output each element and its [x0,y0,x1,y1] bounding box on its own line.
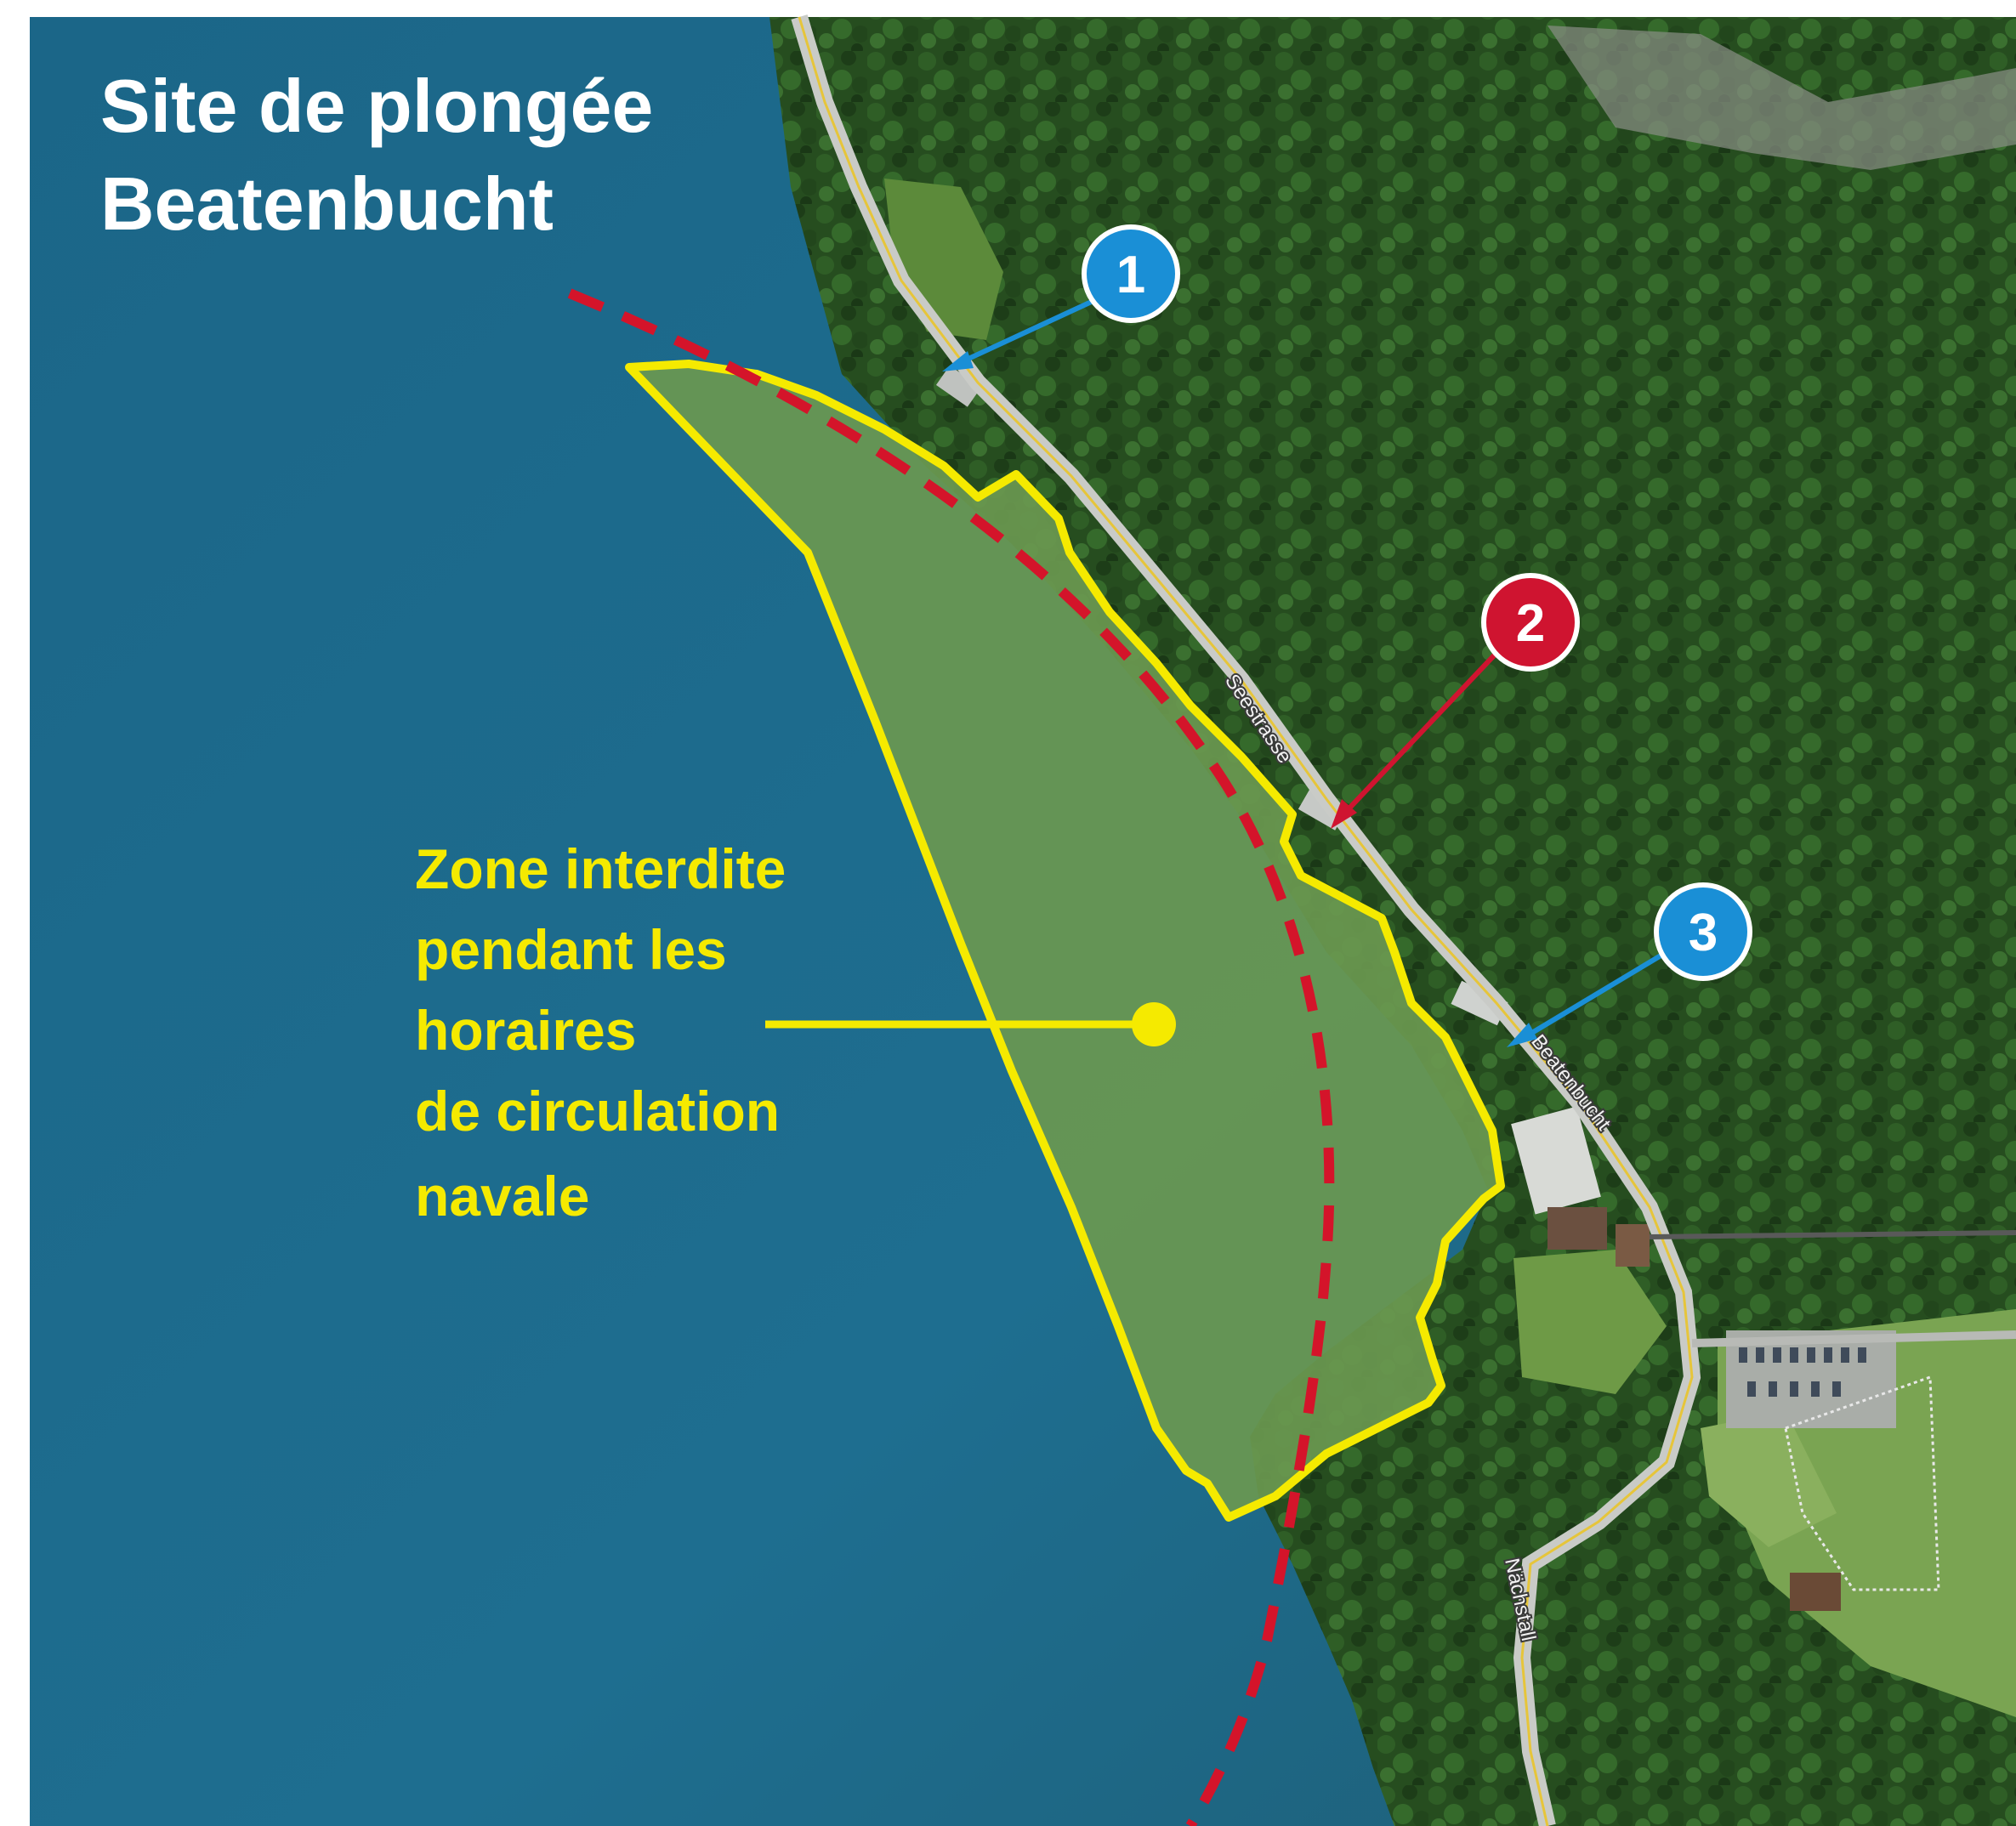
road-centerline [798,16,1694,1826]
parked-cars [1739,1347,1866,1397]
marker-3-arrow [1520,950,1668,1041]
field-fence [1784,1375,1940,1591]
prohibited-zone [625,360,1505,1522]
zone-label-line-5: navale [415,1165,589,1228]
marker-1[interactable] [1082,224,1180,323]
marker-3-arrowhead [1507,1023,1537,1047]
zone-pointer-dot [1132,1002,1176,1046]
zone-label-line-2: pendant les [415,918,727,981]
cliff-rock [1547,26,2016,170]
marker-2-number: 2 [1516,594,1545,653]
marker-1-number: 1 [1116,246,1145,304]
map-title-line-1: Site de plongée [100,64,653,148]
road-branch [1691,1330,2016,1347]
zone-label-line-1: Zone interdite [415,837,786,900]
meadow-lower [1513,1250,1667,1394]
ship-route-line [567,288,1335,1826]
zone-label-line-3: horaires [415,999,636,1062]
meadow-mid [1701,1411,1837,1547]
zone-label-line-4: de circulation [415,1080,780,1143]
map-title-line-2: Beatenbucht [100,162,554,246]
marker-2[interactable] [1481,573,1580,672]
railway [1649,1230,2016,1239]
marker-3-number: 3 [1689,904,1718,962]
marker-2-arrowhead [1331,799,1357,829]
marker-1-arrow [956,297,1099,366]
marker-3[interactable] [1654,882,1752,981]
buildings [935,365,1841,1611]
forest-area [769,17,2016,1826]
marker-1-arrowhead [942,351,974,371]
marker-2-arrow [1341,650,1499,817]
parking-lot [1726,1330,1896,1428]
